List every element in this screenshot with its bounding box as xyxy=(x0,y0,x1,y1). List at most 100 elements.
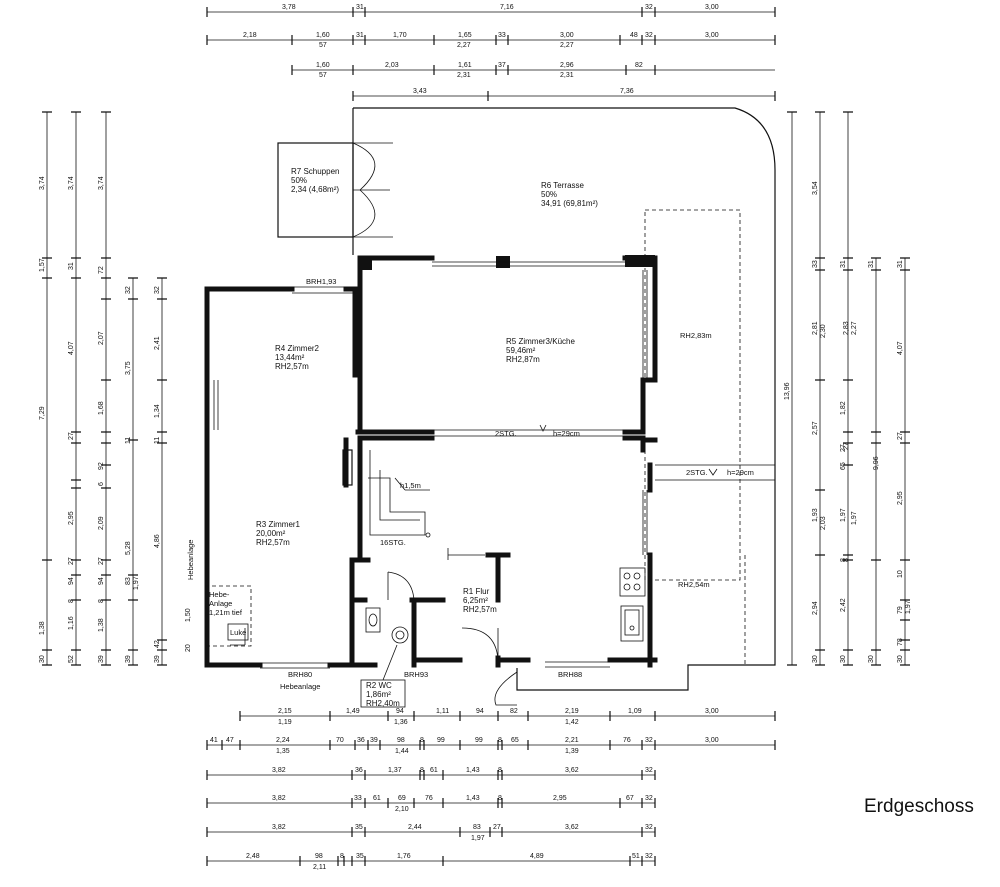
shed-r7: R7 Schuppen 50% 2,34 (4,68m²) xyxy=(277,142,393,238)
hebeanlage-bottom: Hebeanlage xyxy=(280,682,320,691)
rh283-label: RH2,83m xyxy=(680,331,712,340)
dim-top-4-1: 3,43 xyxy=(413,88,427,95)
dim-b2-7: 39 xyxy=(370,737,378,744)
dim-top-1-3: 7,16 xyxy=(500,4,514,11)
r7-area: 2,34 (4,68m²) xyxy=(291,185,339,194)
dim-top-3-8: 2,31 xyxy=(560,72,574,79)
dim-b2-16: 1,39 xyxy=(565,748,579,755)
dim-b3-2: 36 xyxy=(355,767,363,774)
dim-l1-4: 1,38 xyxy=(39,621,46,635)
dim-b2-6: 36 xyxy=(357,737,365,744)
dim-b4-6: 76 xyxy=(425,795,433,802)
dim-top-3-5: 2,31 xyxy=(457,72,471,79)
dim-b2-2: 47 xyxy=(226,737,234,744)
dim-l3-9: 94 xyxy=(98,577,105,585)
dim-b3-4: 8 xyxy=(420,767,424,774)
r3-name: R3 Zimmer1 xyxy=(256,520,301,529)
dim-r2-3: 2,81 xyxy=(812,321,819,335)
dim-b5-6: 27 xyxy=(493,824,501,831)
dim-b4-10: 67 xyxy=(626,795,634,802)
dim-r4-6: 8 xyxy=(843,558,850,562)
dim-top-1-4: 32 xyxy=(645,4,653,11)
dim-l5-3: 1,34 xyxy=(154,404,161,418)
r3-area: 20,00m² xyxy=(256,529,286,538)
dim-b1-11: 1,09 xyxy=(628,708,642,715)
dim-r4-7: 30 xyxy=(868,655,875,663)
dim-r3-5: 65 xyxy=(840,462,847,470)
dim-top-1-2: 31 xyxy=(356,4,364,11)
r5-rh: RH2,87m xyxy=(506,355,540,364)
dim-b4-9: 2,95 xyxy=(553,795,567,802)
dim-l1-1: 3,74 xyxy=(39,176,46,190)
r7-name: R7 Schuppen xyxy=(291,167,339,176)
dim-l4-1: 32 xyxy=(125,286,132,294)
brh88-label: BRH88 xyxy=(558,670,582,679)
dim-l3-11: 1,38 xyxy=(98,618,105,632)
dim-r5-4: 27 xyxy=(897,432,904,440)
r6-pct: 50% xyxy=(541,190,557,199)
hebe-3: 1,21m tief xyxy=(209,608,243,617)
dim-r1-1: 13,96 xyxy=(784,382,791,400)
dim-b1-8: 82 xyxy=(510,708,518,715)
dim-r4-1: 31 xyxy=(868,260,875,268)
dim-l3-8: 27 xyxy=(98,557,105,565)
dim-r5-6: 10 xyxy=(897,570,904,578)
dim-l3-5: 92 xyxy=(98,462,105,470)
dim-b5-8: 32 xyxy=(645,824,653,831)
dim-b2-5: 70 xyxy=(336,737,344,744)
dim-b2-15: 2,21 xyxy=(565,737,579,744)
r1-rh: RH2,57m xyxy=(463,605,497,614)
dim-r2-5: 1,93 xyxy=(812,508,819,522)
dim-r3-1: 31 xyxy=(840,260,847,268)
dim-b4-1: 3,82 xyxy=(272,795,286,802)
dim-b6-9: 32 xyxy=(645,853,653,860)
dim-b2-13: 8 xyxy=(498,737,502,744)
dim-l2-10: 52 xyxy=(68,655,75,663)
dim-r4-4: 27 xyxy=(843,442,850,450)
dim-b6-4: 8 xyxy=(340,853,344,860)
dim-b1-5: 1,36 xyxy=(394,719,408,726)
r4-rh: RH2,57m xyxy=(275,362,309,371)
dim-top-2-2: 1,60 xyxy=(316,32,330,39)
dim-r2-2: 33 xyxy=(812,260,819,268)
r5-area: 59,46m² xyxy=(506,346,536,355)
dim-b2-4: 1,35 xyxy=(276,748,290,755)
dim-top-3-6: 37 xyxy=(498,62,506,69)
dim-l1-2: 1,57 xyxy=(39,258,46,272)
dim-b3-7: 8 xyxy=(498,767,502,774)
wc-fixtures xyxy=(365,607,409,644)
dim-b1-3: 1,49 xyxy=(346,708,360,715)
dim-b4-4: 69 xyxy=(398,795,406,802)
kitchen xyxy=(619,567,646,642)
dim-b3-8: 3,62 xyxy=(565,767,579,774)
dim-r4-5: 1,97 xyxy=(851,511,858,525)
dim-l3-1: 3,74 xyxy=(98,176,105,190)
dim-l2-7: 94 xyxy=(68,577,75,585)
dim-top-3-4: 1,61 xyxy=(458,62,472,69)
dim-b3-9: 32 xyxy=(645,767,653,774)
dim-b5-1: 3,82 xyxy=(272,824,286,831)
dim-l2-6: 27 xyxy=(68,557,75,565)
luke-label: Luke xyxy=(230,628,246,637)
dim-r5-7: 79 xyxy=(897,606,904,614)
dim-top-2-13: 3,00 xyxy=(705,32,719,39)
r3-rh: RH2,57m xyxy=(256,538,290,547)
dim-l4-5: 83 xyxy=(125,577,132,585)
windows xyxy=(213,261,775,669)
dim-l3-6: 6 xyxy=(98,482,105,486)
r1-area: 6,25m² xyxy=(463,596,488,605)
dim-top-2-3: 57 xyxy=(319,42,327,49)
dim-r5-5: 2,95 xyxy=(897,491,904,505)
h29b-label: h=29cm xyxy=(727,468,754,477)
r2-area: 1,86m² xyxy=(366,690,391,699)
r4-name: R4 Zimmer2 xyxy=(275,344,320,353)
dim-l3-7: 2,09 xyxy=(98,516,105,530)
dim-l2-8: 8 xyxy=(68,599,75,603)
dim-top-1-1: 3,78 xyxy=(282,4,296,11)
dim-r3-7: 2,03 xyxy=(820,516,827,530)
dim-b6-3: 2,11 xyxy=(313,864,326,871)
dim-r3-8: 8 xyxy=(840,558,847,562)
dim-top-2-5: 1,70 xyxy=(393,32,407,39)
hebe-2: Anlage xyxy=(209,599,232,608)
doors xyxy=(230,571,518,706)
